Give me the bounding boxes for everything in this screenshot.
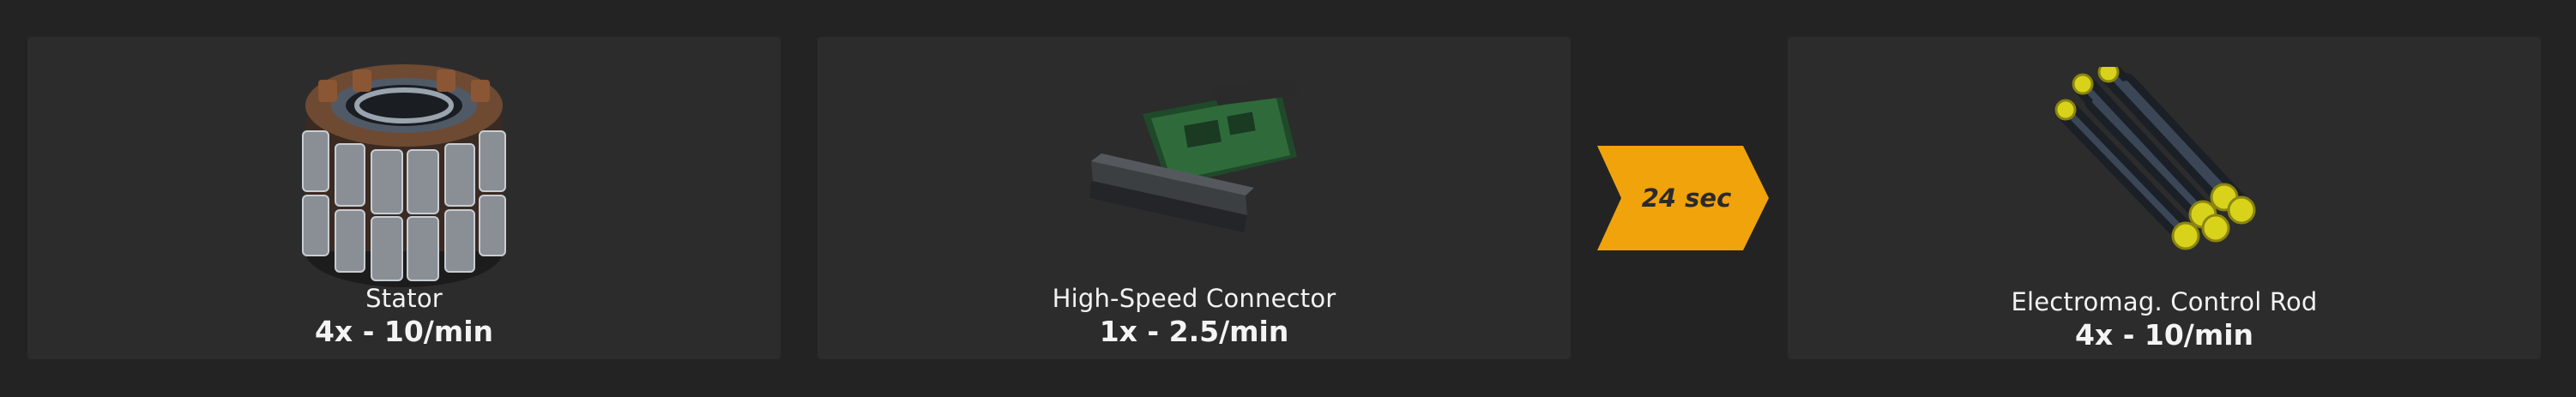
input-item-rate: 4x - 10/min (314, 315, 494, 348)
input-item-name: High-Speed Connector (1052, 284, 1336, 313)
arrow-icon (1597, 146, 1769, 250)
electromag-control-rod-icon (2054, 67, 2256, 250)
craft-time-label: 24 sec (1641, 183, 1732, 213)
stator-icon (302, 64, 506, 287)
high-speed-connector-icon (1089, 80, 1299, 232)
input-item-card-high-speed-connector: High-Speed Connector 1x - 2.5/min (817, 37, 1571, 359)
output-item-card-electromag-control-rod: Electromag. Control Rod 4x - 10/min (1788, 37, 2541, 359)
input-item-card-stator: Stator 4x - 10/min (27, 37, 781, 359)
output-item-name: Electromag. Control Rod (2011, 287, 2318, 316)
output-item-rate: 4x - 10/min (2074, 318, 2254, 352)
craft-time-badge: 24 sec (1597, 146, 1769, 250)
input-item-name: Stator (365, 284, 443, 313)
input-item-rate: 1x - 2.5/min (1099, 315, 1289, 348)
